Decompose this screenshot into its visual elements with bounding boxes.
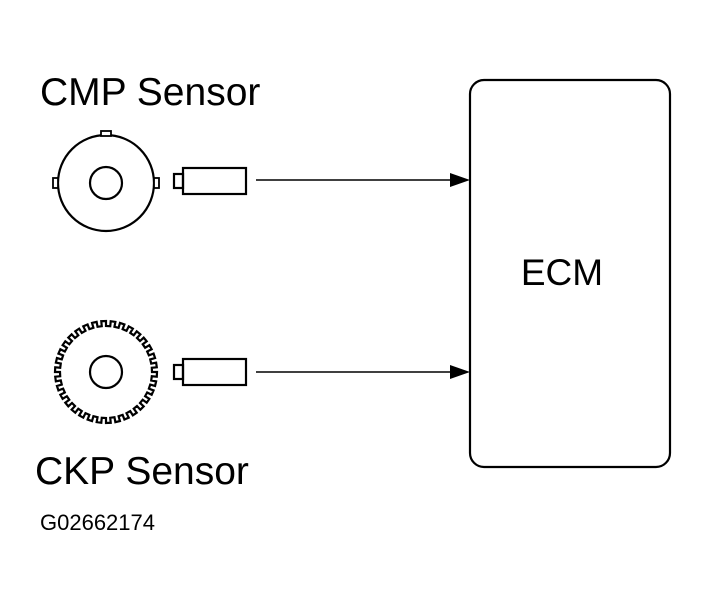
ckp-rotor: [53, 319, 159, 425]
ckp-sensor-label: CKP Sensor: [35, 450, 249, 493]
cmp-signal-arrow: [256, 173, 470, 187]
cmp-sensor-label: CMP Sensor: [40, 71, 260, 114]
cmp-sensor-body: [172, 166, 248, 196]
cmp-rotor: [52, 130, 160, 233]
ckp-signal-arrow: [256, 365, 470, 379]
ecm-label: ECM: [521, 252, 603, 293]
ecm-box: [468, 78, 672, 469]
figure-code: G02662174: [40, 510, 155, 535]
ckp-sensor-body: [172, 357, 248, 387]
